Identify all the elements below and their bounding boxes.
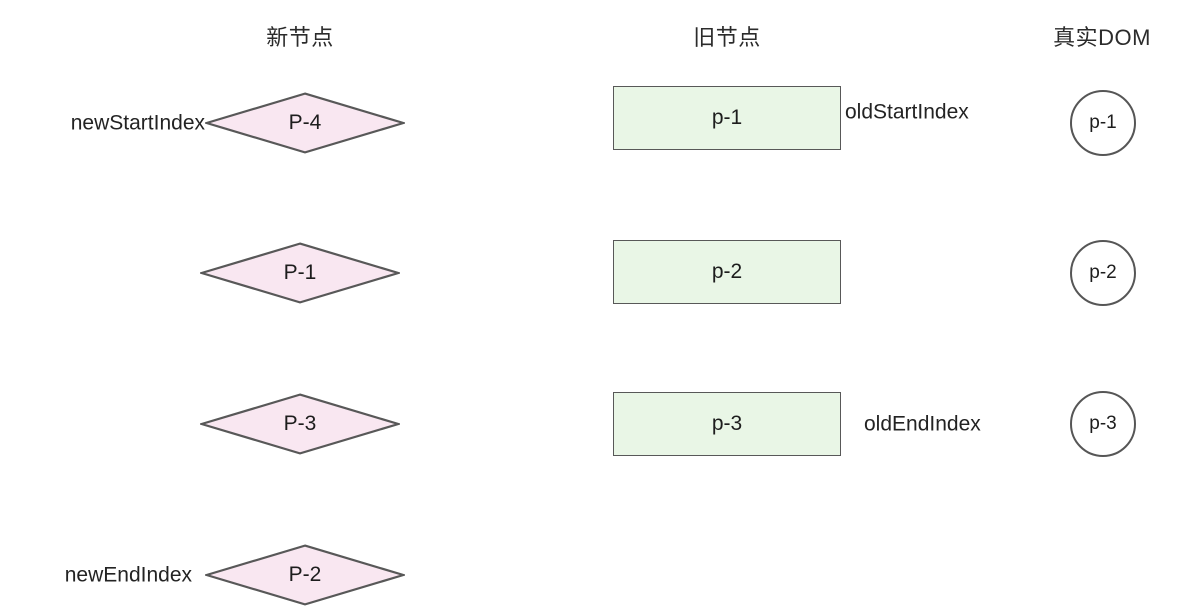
circle-shape <box>1070 90 1136 156</box>
diamond-icon <box>205 92 405 154</box>
circle-shape <box>1070 240 1136 306</box>
column-header-new-nodes: 新节点 <box>266 25 334 50</box>
old-node-rect: p-1 <box>613 86 841 150</box>
pointer-label-old-start-index: oldStartIndex <box>845 100 969 124</box>
new-node-diamond: P-1 <box>200 242 400 304</box>
real-dom-circle: p-1 <box>1070 90 1136 156</box>
old-node-rect: p-3 <box>613 392 841 456</box>
diamond-icon <box>200 242 400 304</box>
rect-shape <box>613 392 841 456</box>
pointer-label-old-end-index: oldEndIndex <box>864 412 981 436</box>
new-node-diamond: P-2 <box>205 544 405 606</box>
rect-shape <box>613 86 841 150</box>
new-node-diamond: P-3 <box>200 393 400 455</box>
pointer-label-new-start-index: newStartIndex <box>70 111 205 135</box>
column-header-real-dom: 真实DOM <box>1053 25 1151 50</box>
new-node-diamond: P-4 <box>205 92 405 154</box>
diamond-icon <box>200 393 400 455</box>
pointer-label-new-end-index: newEndIndex <box>64 563 192 587</box>
circle-shape <box>1070 391 1136 457</box>
rect-shape <box>613 240 841 304</box>
diamond-icon <box>205 544 405 606</box>
column-header-old-nodes: 旧节点 <box>693 25 761 50</box>
real-dom-circle: p-3 <box>1070 391 1136 457</box>
real-dom-circle: p-2 <box>1070 240 1136 306</box>
old-node-rect: p-2 <box>613 240 841 304</box>
